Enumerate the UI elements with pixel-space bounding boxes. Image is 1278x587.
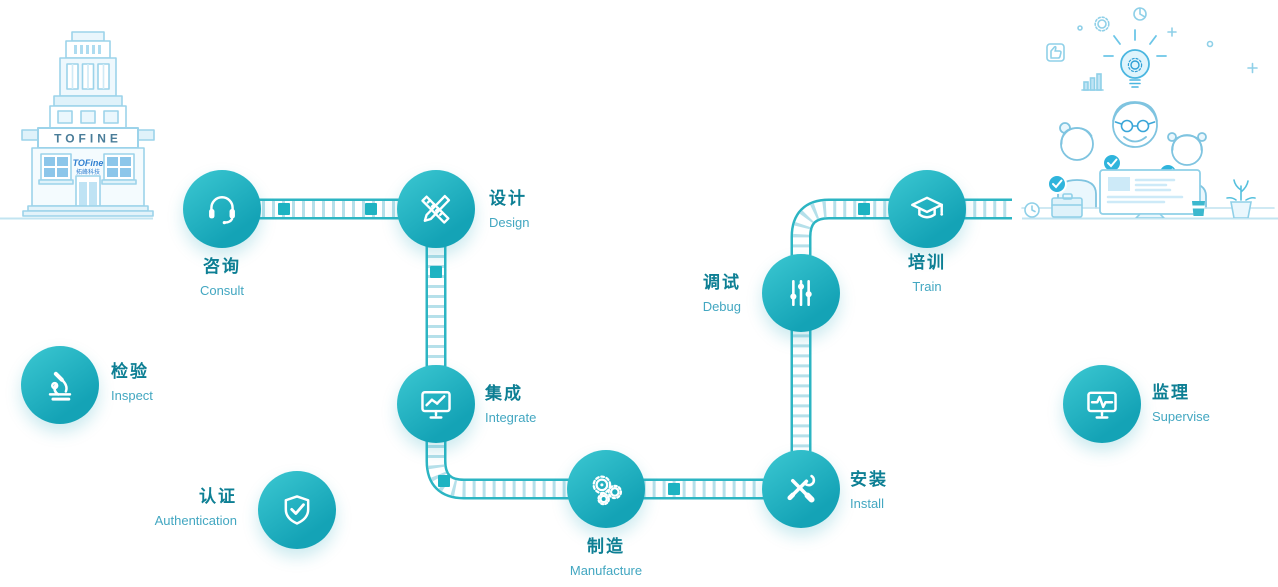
step-circle-integrate [397,365,475,443]
step-en-label: Train [912,279,942,294]
bar-chart-icon [1081,73,1104,91]
step-zh-label: 检验 [111,362,149,381]
step-en-label: Manufacture [569,563,643,578]
dot-decoration [1206,40,1214,48]
road-marker [278,203,290,215]
step-zh-label: 咨询 [203,257,241,276]
step-label-integrate: 集成 Integrate [485,384,536,425]
road-markers [278,203,870,495]
thumbs-up-icon [1046,43,1065,62]
step-circle-inspect [21,346,99,424]
step-label-supervise: 监理 Supervise [1152,383,1210,424]
step-circle-debug [762,254,840,332]
step-zh-label: 集成 [485,384,523,403]
step-zh-label: 制造 [587,537,625,556]
monitor-chart-icon [421,391,451,419]
step-en-label: Debug [702,299,741,314]
step-zh-label: 安装 [850,470,888,489]
step-en-label: Supervise [1152,409,1210,424]
step-label-inspect: 检验 Inspect [111,362,153,403]
step-en-label: Inspect [111,388,153,403]
graduation-cap-icon [911,196,944,219]
step-en-label: Integrate [485,410,537,425]
step-circle-install [762,450,840,528]
shield-check-icon [284,495,310,525]
step-label-debug: 调试 Debug [601,273,741,314]
road-marker [430,266,442,278]
step-circle-design [397,170,475,248]
step-label-consult: 咨询 Consult [142,257,302,298]
step-zh-label: 调试 [703,273,741,292]
sliders-icon [790,279,812,307]
step-en-label: Authentication [154,513,237,528]
gear-icon [1094,16,1110,32]
headset-icon [209,196,235,225]
microscope-icon [48,371,72,401]
step-circle-train [888,170,966,248]
step-en-label: Consult [199,283,245,298]
step-label-train: 培训 Train [847,253,1007,294]
building-logo-subtext: 拓峰科技 [76,168,100,176]
step-circle-authentication [258,471,336,549]
monitor-pulse-icon [1087,391,1117,419]
wrench-screwdriver-icon [787,474,816,503]
road-marker [438,475,450,487]
clock-icon [1024,202,1040,218]
road-marker [365,203,377,215]
plus-icon [1247,62,1258,74]
step-zh-label: 监理 [1152,383,1190,402]
step-zh-label: 认证 [199,487,237,506]
check-badge-icon [1047,174,1067,194]
dot-decoration [1077,25,1083,31]
pie-chart-icon [1133,7,1147,21]
pencil-ruler-icon [421,194,451,224]
plant-icon [1226,179,1256,218]
lightbulb-icon [1103,29,1167,88]
road-marker [858,203,870,215]
step-zh-label: 设计 [489,189,527,208]
plus-icon [1167,27,1177,37]
step-circle-supervise [1063,365,1141,443]
building-logo-text: TOFine [73,158,104,168]
team-illustration [1021,7,1275,218]
building-sign-text: TOFINE [54,132,122,146]
step-en-label: Design [489,215,530,230]
road-path [222,198,1012,500]
briefcase-icon [1051,193,1083,218]
step-label-manufacture: 制造 Manufacture [526,537,686,578]
step-label-design: 设计 Design [489,189,529,230]
step-label-install: 安装 Install [850,470,888,511]
monitor-illustration [1099,169,1201,218]
step-circle-consult [183,170,261,248]
coffee-cup-icon [1192,201,1205,216]
company-building-illustration: TOFINE TOFine 拓峰科技 [21,31,155,217]
step-zh-label: 培训 [908,253,946,272]
gears-icon [592,475,623,506]
road-marker [668,483,680,495]
step-label-authentication: 认证 Authentication [87,487,237,528]
step-circle-manufacture [567,450,645,528]
step-en-label: Install [850,496,884,511]
